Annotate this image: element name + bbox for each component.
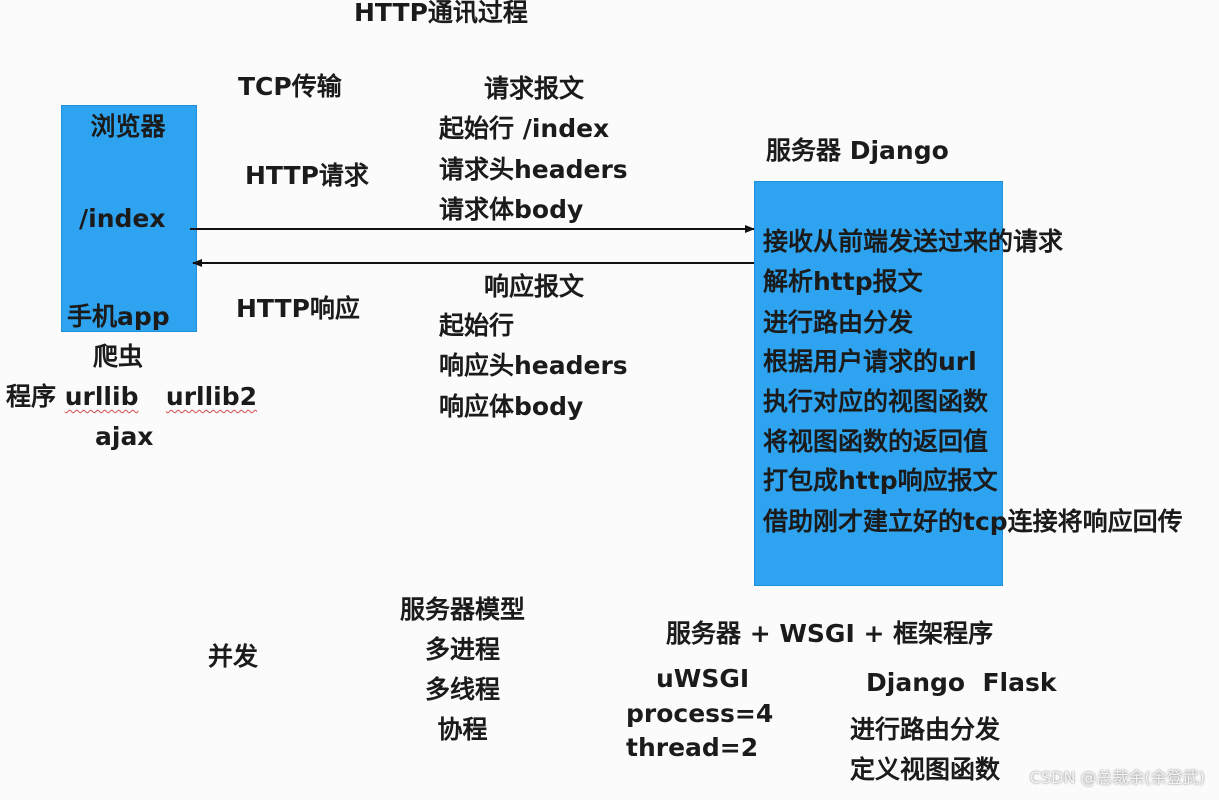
server-title: 服务器 Django [766, 136, 949, 165]
server-step: 借助刚才建立好的tcp连接将响应回传 [763, 507, 1183, 536]
server-model-item: 多线程 [424, 675, 500, 704]
framework-line: 定义视图函数 [850, 755, 1001, 784]
urllib-label: urllib [64, 382, 139, 411]
browser-box [61, 105, 197, 332]
program-prefix: 程序 [6, 382, 57, 411]
server-box [754, 181, 1003, 586]
framework-line: 进行路由分发 [850, 715, 1001, 744]
server-model-title: 服务器模型 [399, 595, 525, 624]
request-headers-line: 请求头headers [439, 155, 628, 184]
server-step: 打包成http响应报文 [763, 466, 998, 495]
urllib2-label: urllib2 [165, 382, 258, 411]
ajax-label: ajax [95, 422, 154, 451]
uwsgi-title: uWSGI [656, 664, 750, 693]
request-body-line: 请求体body [439, 195, 584, 224]
crawler-label: 爬虫 [93, 342, 144, 371]
stack-title: 服务器 + WSGI + 框架程序 [666, 619, 994, 648]
mobile-app-label: 手机app [67, 302, 170, 331]
uwsgi-process: process=4 [626, 699, 774, 728]
response-headers-line: 响应头headers [439, 351, 628, 380]
server-step: 根据用户请求的url [763, 347, 977, 376]
diagram-title: HTTP通讯过程 [354, 0, 528, 27]
server-step: 将视图函数的返回值 [763, 427, 989, 456]
browser-title: 浏览器 [90, 112, 166, 141]
http-response-label: HTTP响应 [236, 294, 360, 323]
uwsgi-thread: thread=2 [626, 733, 759, 762]
frameworks-title: Django Flask [866, 668, 1057, 697]
server-step: 接收从前端发送过来的请求 [763, 227, 1064, 256]
response-body-line: 响应体body [439, 392, 584, 421]
http-request-label: HTTP请求 [245, 161, 369, 190]
concurrency-label: 并发 [208, 642, 259, 671]
request-start-line: 起始行 /index [439, 114, 610, 143]
program-line: 程序 urllib urllib2 [6, 380, 257, 414]
request-message-title: 请求报文 [484, 74, 585, 103]
server-step: 进行路由分发 [763, 308, 914, 337]
watermark: CSDN @总裁余(余登武) [1029, 768, 1205, 787]
server-step: 解析http报文 [763, 267, 923, 296]
response-message-title: 响应报文 [484, 272, 585, 301]
server-model-item: 多进程 [424, 635, 500, 664]
tcp-transport-label: TCP传输 [238, 72, 342, 101]
response-start-line: 起始行 [439, 311, 515, 340]
server-model-item: 协程 [437, 715, 488, 744]
server-step: 执行对应的视图函数 [763, 387, 989, 416]
browser-path: /index [79, 204, 166, 233]
